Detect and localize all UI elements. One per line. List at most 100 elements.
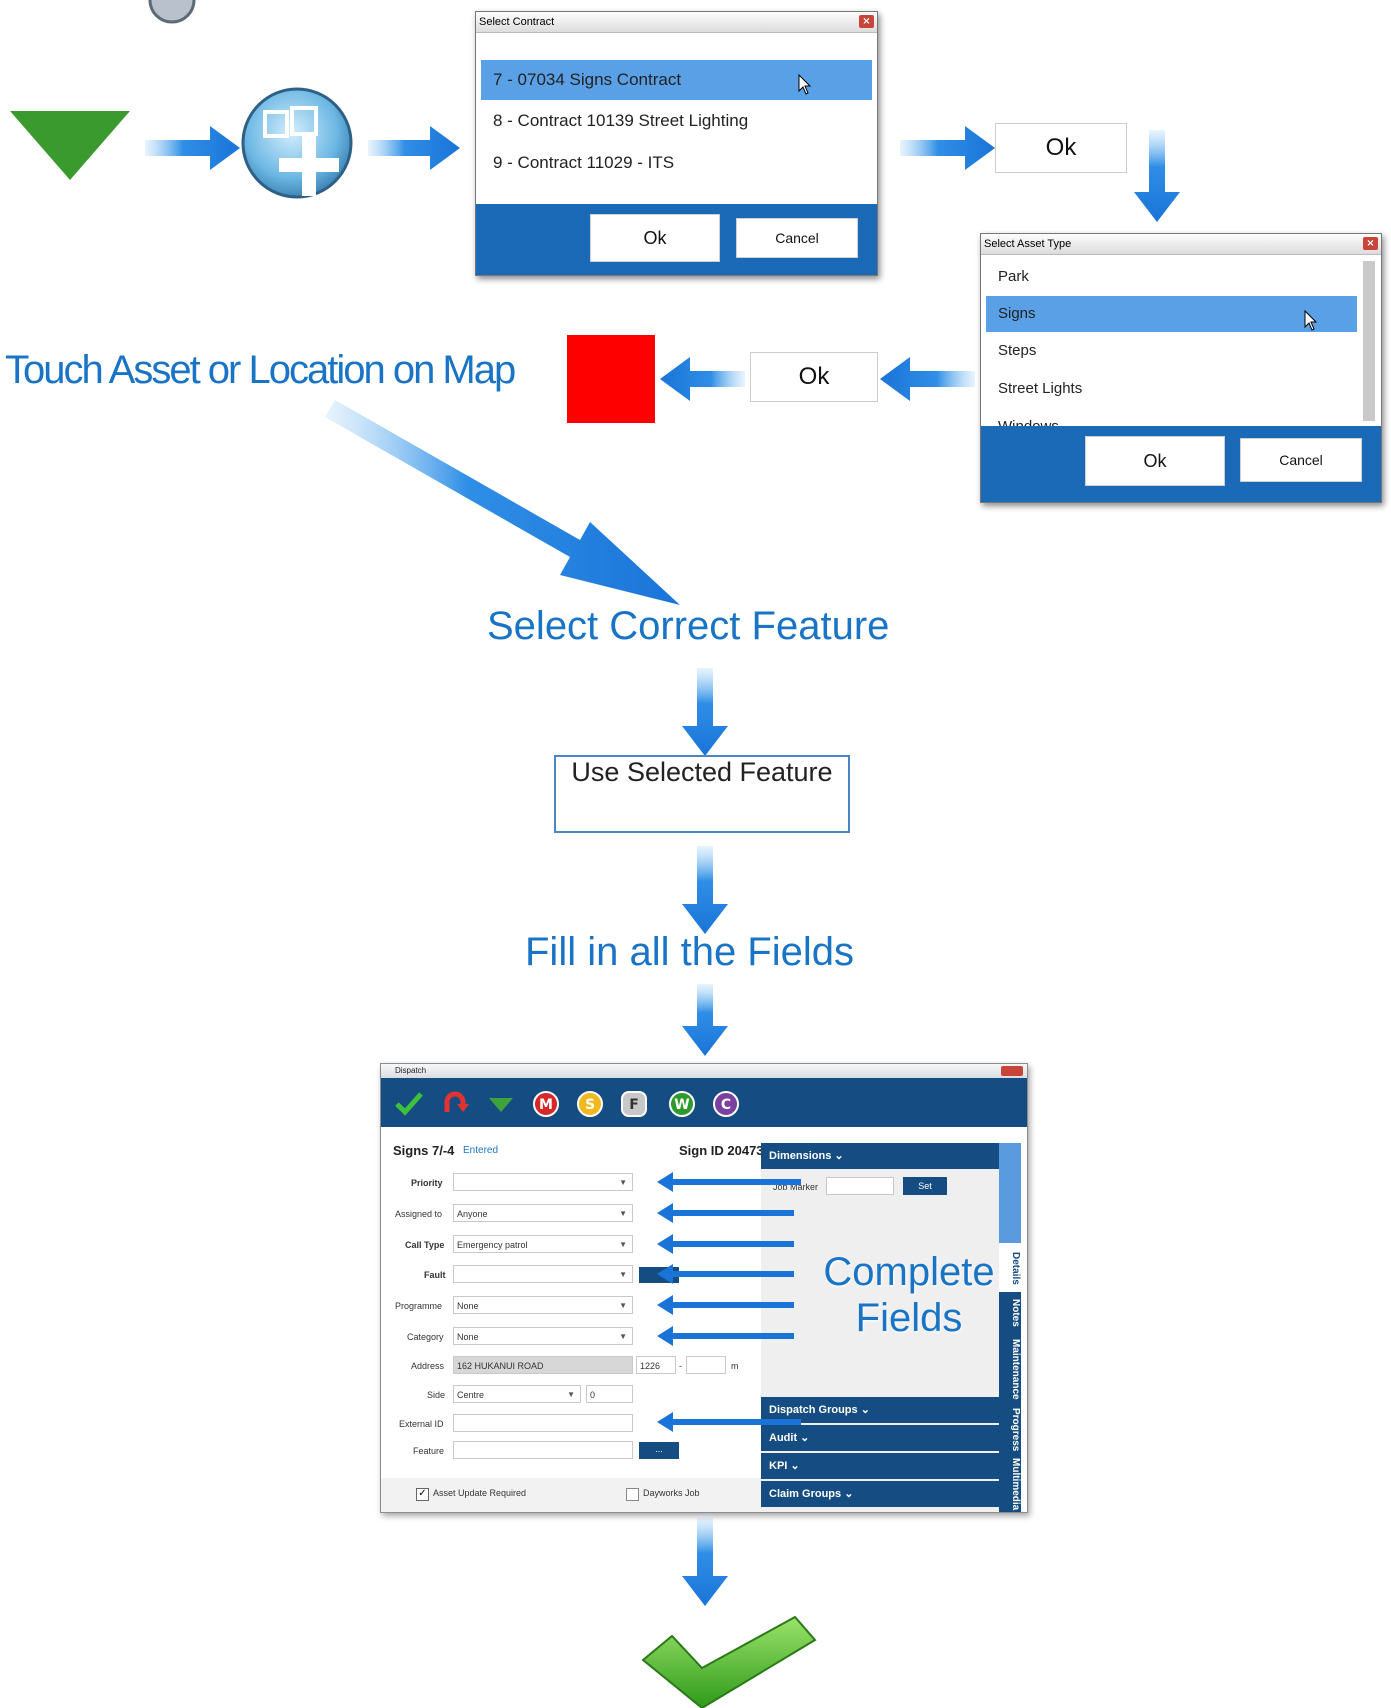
- asset-update-checkbox[interactable]: ✓: [416, 1488, 429, 1501]
- close-icon[interactable]: ×: [859, 15, 874, 28]
- toolbar: M S F W C: [381, 1078, 1027, 1127]
- kpi-section[interactable]: KPI ⌄: [761, 1453, 999, 1479]
- chevron-down-icon: ▼: [619, 1270, 627, 1279]
- chevron-down-icon: ⌄: [844, 1488, 854, 1500]
- address-label: Address: [411, 1361, 445, 1371]
- dispatch-groups-section[interactable]: Dispatch Groups ⌄: [761, 1397, 999, 1423]
- asset-title: Signs 7/-4: [393, 1143, 455, 1158]
- priority-label: Priority: [411, 1178, 443, 1188]
- external-id-label: External ID: [399, 1419, 444, 1429]
- chevron-down-icon: ▼: [619, 1209, 627, 1218]
- dispatch-window: Dispatch M S F W C Signs 7/-4 Entered Si…: [380, 1063, 1028, 1513]
- chevron-down-icon: ▼: [619, 1178, 627, 1187]
- window-titlebar: Dispatch: [381, 1064, 1027, 1078]
- save-check-icon[interactable]: [395, 1090, 423, 1116]
- ok-button[interactable]: Ok: [750, 352, 878, 402]
- fault-label: Fault: [424, 1270, 446, 1280]
- tab-details[interactable]: Details: [999, 1244, 1021, 1292]
- done-check-icon: [641, 1615, 817, 1708]
- contract-item[interactable]: 8 - Contract 10139 Street Lighting: [493, 111, 749, 130]
- asset-type-item[interactable]: Steps: [998, 342, 1037, 359]
- dayworks-checkbox[interactable]: [626, 1488, 639, 1501]
- select-asset-type-dialog: Select Asset Type × Park Signs Steps Str…: [980, 233, 1382, 503]
- dialog-title: Select Contract: [479, 16, 555, 28]
- contract-item[interactable]: 7 - 07034 Signs Contract: [481, 60, 872, 100]
- m-circle-icon[interactable]: M: [533, 1091, 559, 1117]
- chevron-down-icon: ▼: [567, 1390, 575, 1399]
- call-type-select[interactable]: Emergency patrol▼: [453, 1235, 633, 1253]
- side-select[interactable]: Centre▼: [453, 1385, 581, 1403]
- select-contract-dialog: Select Contract × 7 - 07034 Signs Contra…: [475, 11, 878, 276]
- mouse-cursor-icon: [1304, 310, 1318, 331]
- dimensions-section[interactable]: Dimensions ⌄: [761, 1143, 999, 1169]
- dayworks-label: Dayworks Job: [643, 1488, 700, 1498]
- ok-button[interactable]: Ok: [590, 214, 720, 262]
- fault-select[interactable]: ▼: [453, 1265, 633, 1283]
- call-type-label: Call Type: [405, 1240, 445, 1250]
- claim-groups-section[interactable]: Claim Groups ⌄: [761, 1481, 999, 1507]
- side-label: Side: [427, 1390, 446, 1400]
- complete-fields-label: Complete Fields: [823, 1250, 995, 1340]
- asset-type-item[interactable]: Signs: [986, 296, 1357, 332]
- address-number-field[interactable]: 1226: [636, 1356, 676, 1374]
- ok-button[interactable]: Ok: [995, 123, 1127, 173]
- feature-lookup-button[interactable]: ...: [639, 1442, 679, 1459]
- select-feature-label: Select Correct Feature: [487, 604, 890, 648]
- chevron-down-icon: ⌄: [834, 1150, 844, 1162]
- gear-f-icon[interactable]: F: [621, 1091, 647, 1117]
- category-label: Category: [407, 1332, 444, 1342]
- add-task-icon: [241, 87, 353, 199]
- map-marker-square: [567, 335, 655, 423]
- cancel-button[interactable]: Cancel: [1240, 438, 1362, 482]
- asset-type-item[interactable]: Windows: [998, 418, 1059, 427]
- w-circle-icon[interactable]: W: [669, 1091, 695, 1117]
- chevron-down-icon: ▼: [619, 1301, 627, 1310]
- undo-icon[interactable]: [441, 1090, 469, 1116]
- assigned-to-select[interactable]: Anyone▼: [453, 1204, 633, 1222]
- tab-multimedia[interactable]: Multimedia: [999, 1456, 1021, 1512]
- programme-label: Programme: [395, 1301, 443, 1311]
- programme-select[interactable]: None▼: [453, 1296, 633, 1314]
- asset-type-item[interactable]: Street Lights: [998, 380, 1083, 397]
- dialog-footer: Ok Cancel: [981, 426, 1381, 502]
- side-offset-field[interactable]: 0: [586, 1385, 633, 1403]
- dialog-title: Select Asset Type: [984, 238, 1072, 250]
- tab-scroll-highlight: [999, 1143, 1021, 1243]
- set-button[interactable]: Set: [903, 1177, 947, 1195]
- cancel-button[interactable]: Cancel: [736, 218, 858, 258]
- audit-section[interactable]: Audit ⌄: [761, 1425, 999, 1451]
- mouse-cursor-icon: [798, 74, 812, 95]
- dialog-titlebar: Select Asset Type ×: [981, 234, 1381, 255]
- tab-maintenance[interactable]: Maintenance: [999, 1334, 1021, 1404]
- tab-progress[interactable]: Progress: [999, 1404, 1021, 1456]
- tab-notes[interactable]: Notes: [999, 1292, 1021, 1334]
- sign-id: Sign ID 20473: [679, 1143, 764, 1158]
- ok-button[interactable]: Ok: [1085, 436, 1225, 486]
- scrollbar[interactable]: [1363, 261, 1375, 421]
- s-circle-icon[interactable]: S: [577, 1091, 603, 1117]
- priority-select[interactable]: ▼: [453, 1173, 633, 1191]
- asset-update-label: Asset Update Required: [433, 1488, 527, 1498]
- dialog-titlebar: Select Contract ×: [476, 12, 877, 33]
- job-marker-field[interactable]: [826, 1177, 894, 1195]
- chevron-down-icon: ▼: [619, 1240, 627, 1249]
- external-id-field[interactable]: [453, 1414, 633, 1432]
- c-circle-icon[interactable]: C: [713, 1091, 739, 1117]
- category-select[interactable]: None▼: [453, 1327, 633, 1345]
- feature-label: Feature: [413, 1446, 445, 1456]
- dropdown-triangle-icon[interactable]: [489, 1098, 513, 1112]
- touch-asset-label: Touch Asset or Location on Map: [5, 348, 516, 392]
- status-text: Entered: [463, 1145, 499, 1156]
- job-marker-label: Job Marker: [773, 1182, 819, 1192]
- fill-fields-label: Fill in all the Fields: [525, 930, 855, 974]
- close-icon[interactable]: [1001, 1066, 1023, 1076]
- address-to-field[interactable]: [686, 1356, 726, 1374]
- asset-type-item[interactable]: Park: [998, 268, 1029, 285]
- use-selected-feature-button[interactable]: Use Selected Feature: [554, 755, 850, 833]
- chevron-down-icon: ▼: [619, 1332, 627, 1341]
- close-icon[interactable]: ×: [1363, 237, 1378, 250]
- chevron-down-icon: ⌄: [860, 1404, 870, 1416]
- contract-item[interactable]: 9 - Contract 11029 - ITS: [493, 153, 675, 172]
- feature-field[interactable]: [453, 1441, 633, 1459]
